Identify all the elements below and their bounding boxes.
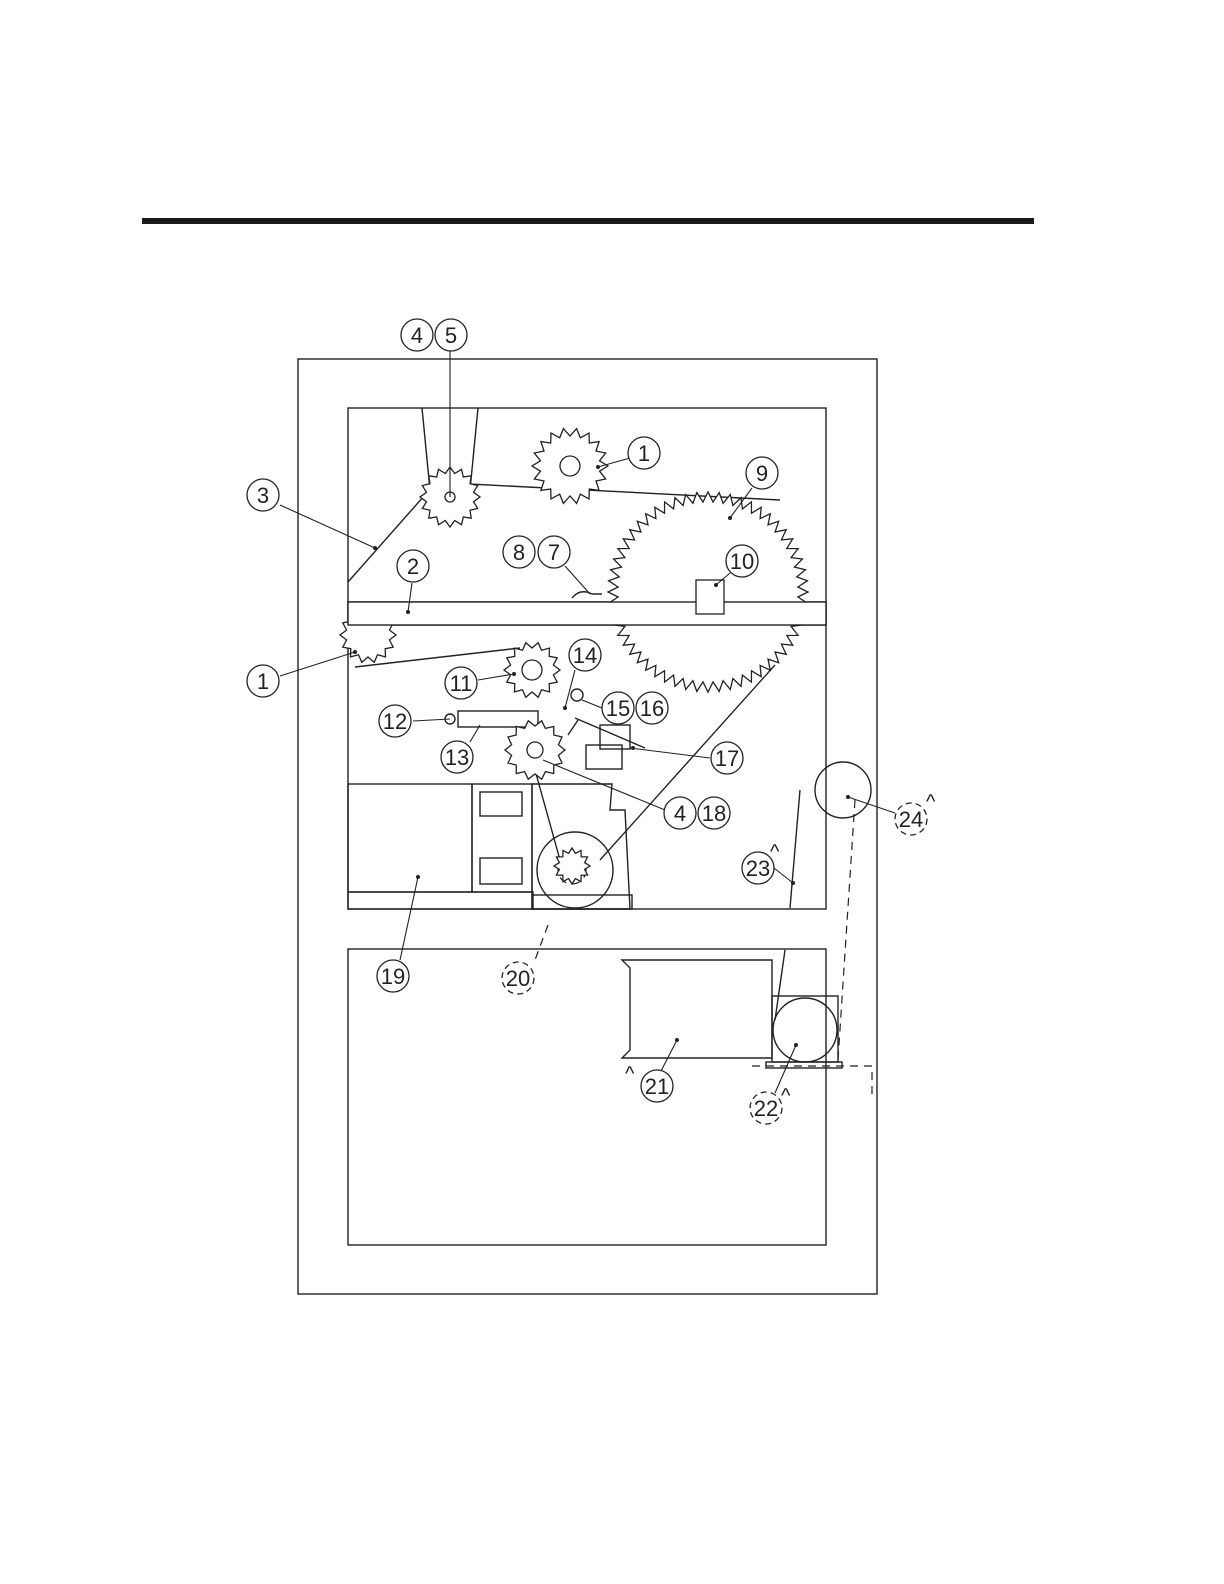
control-box — [348, 784, 472, 892]
callout-label-c4b: 4 — [674, 801, 686, 826]
switch-bottom — [480, 858, 522, 884]
callout-label-c1a: 1 — [638, 441, 650, 466]
callout-label-c16: 16 — [640, 696, 664, 721]
callout-label-c19: 19 — [381, 964, 405, 989]
gearbox-sprocket — [554, 848, 590, 884]
callout-label-c17: 17 — [715, 746, 739, 771]
belt-left — [790, 790, 800, 908]
callout-label-c1b: 1 — [257, 669, 269, 694]
driven-pulley-24 — [815, 762, 871, 818]
sprocket-1-upper-hub — [560, 456, 580, 476]
caret-24: ^ — [926, 791, 936, 813]
control-base — [348, 892, 533, 909]
bearing-block-front — [696, 580, 724, 614]
idler-15 — [571, 689, 583, 701]
control-box-panel — [472, 784, 532, 892]
callout-label-c2: 2 — [407, 554, 419, 579]
callout-label-c3: 3 — [257, 483, 269, 508]
callout-label-c20: 20 — [506, 966, 530, 991]
cross-bar-front — [348, 602, 826, 625]
callout-label-c22: 22 — [754, 1096, 778, 1121]
callout-label-c11: 11 — [450, 671, 473, 696]
caret-22: ^ — [781, 1085, 791, 1107]
outer-frame — [298, 359, 877, 1294]
gearbox-housing — [532, 784, 630, 909]
caret-23: ^ — [770, 841, 780, 863]
callout-label-c15: 15 — [606, 696, 630, 721]
hidden-20 — [535, 925, 548, 960]
switch-top — [480, 792, 522, 816]
callout-label-c23: 23 — [746, 856, 770, 881]
callout-label-c10: 10 — [730, 549, 754, 574]
sprocket-11-hub — [522, 660, 542, 680]
motor-pulley-22 — [773, 998, 837, 1062]
callout-label-c21: 21 — [645, 1074, 669, 1099]
motor-mount — [766, 1062, 842, 1068]
callout-label-c7: 7 — [548, 540, 560, 565]
callout-label-c5: 5 — [445, 323, 457, 348]
idler-arm — [568, 720, 578, 735]
belt-hidden — [838, 800, 855, 1060]
callout-label-c9: 9 — [756, 461, 768, 486]
callout-label-c14: 14 — [573, 643, 597, 668]
callout-label-c13: 13 — [445, 745, 469, 770]
chain-clip — [572, 592, 602, 598]
motor-21 — [622, 960, 772, 1058]
callout-label-c12: 12 — [383, 709, 407, 734]
sprocket-18-hub — [527, 742, 543, 758]
callout-label-c18: 18 — [702, 801, 726, 826]
callout-label-c8: 8 — [513, 540, 525, 565]
callout-label-c4a: 4 — [411, 323, 423, 348]
caret-21: ^ — [625, 1063, 635, 1085]
callout-label-c24: 24 — [899, 807, 923, 832]
